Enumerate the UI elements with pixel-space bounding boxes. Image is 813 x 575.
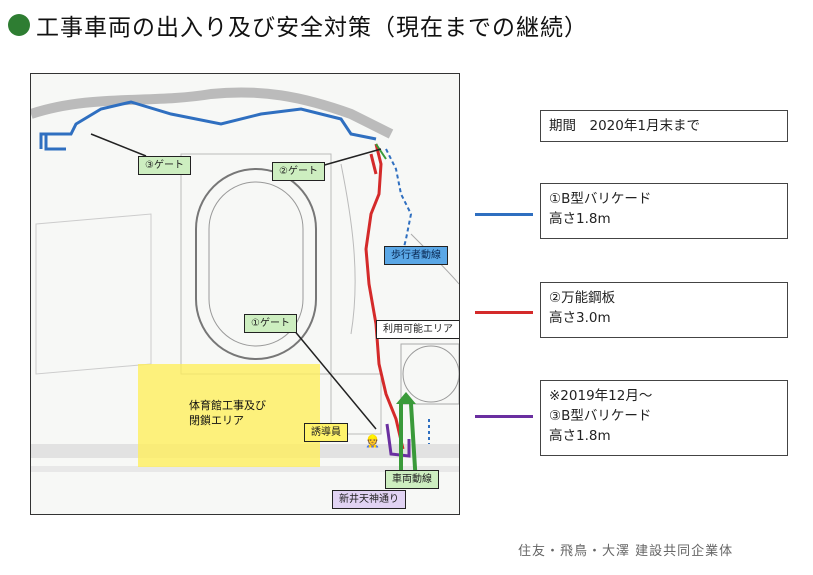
guard-person-icon: 👷 bbox=[365, 434, 380, 448]
street-label: 新井天神通り bbox=[332, 490, 406, 509]
title-text: 工事車両の出入り及び安全対策（現在までの継続） bbox=[36, 15, 588, 41]
vehicle-route-label: 車両動線 bbox=[385, 470, 439, 489]
gate-3-label: ③ゲート bbox=[138, 156, 191, 175]
legend-purple-barricade: ※2019年12月～ ③B型バリケード 高さ1.8m bbox=[540, 380, 788, 456]
gym-closed-area bbox=[138, 364, 320, 467]
site-map: ③ゲート ②ゲート ①ゲート 歩行者動線 利用可能エリア 体育館工事及び 閉鎖エ… bbox=[30, 73, 460, 515]
legend-item3-height: 高さ1.8m bbox=[549, 428, 611, 444]
green-bullet-icon bbox=[8, 14, 30, 36]
period-text: 期間 2020年1月末まで bbox=[549, 118, 700, 134]
gate-2-label: ②ゲート bbox=[272, 162, 325, 181]
company-footer: 住友・飛鳥・大澤 建設共同企業体 bbox=[518, 544, 734, 559]
guide-label: 誘導員 bbox=[304, 423, 348, 442]
legend-item2-height: 高さ3.0m bbox=[549, 310, 611, 326]
gym-area-label: 体育館工事及び 閉鎖エリア bbox=[189, 398, 266, 428]
period-box: 期間 2020年1月末まで bbox=[540, 110, 788, 142]
gate-1-label: ①ゲート bbox=[244, 314, 297, 333]
legend-item2-type: ②万能鋼板 bbox=[549, 290, 616, 306]
legend-item3-type: ③B型バリケード bbox=[549, 408, 652, 424]
available-area-label: 利用可能エリア bbox=[376, 320, 459, 339]
legend-blue-barricade: ①B型バリケード 高さ1.8m bbox=[540, 183, 788, 239]
legend-item1-height: 高さ1.8m bbox=[549, 211, 611, 227]
slide-title: 工事車両の出入り及び安全対策（現在までの継続） bbox=[8, 8, 588, 42]
gym-area-label-line2: 閉鎖エリア bbox=[189, 414, 244, 427]
gym-area-label-line1: 体育館工事及び bbox=[189, 399, 266, 412]
blue-legend-line bbox=[475, 213, 533, 216]
purple-legend-line bbox=[475, 415, 533, 418]
walkway-label: 歩行者動線 bbox=[384, 246, 448, 265]
legend-red-steel: ②万能鋼板 高さ3.0m bbox=[540, 282, 788, 338]
red-legend-line bbox=[475, 311, 533, 314]
legend-item1-type: ①B型バリケード bbox=[549, 191, 652, 207]
legend-item3-date: ※2019年12月～ bbox=[549, 388, 653, 404]
